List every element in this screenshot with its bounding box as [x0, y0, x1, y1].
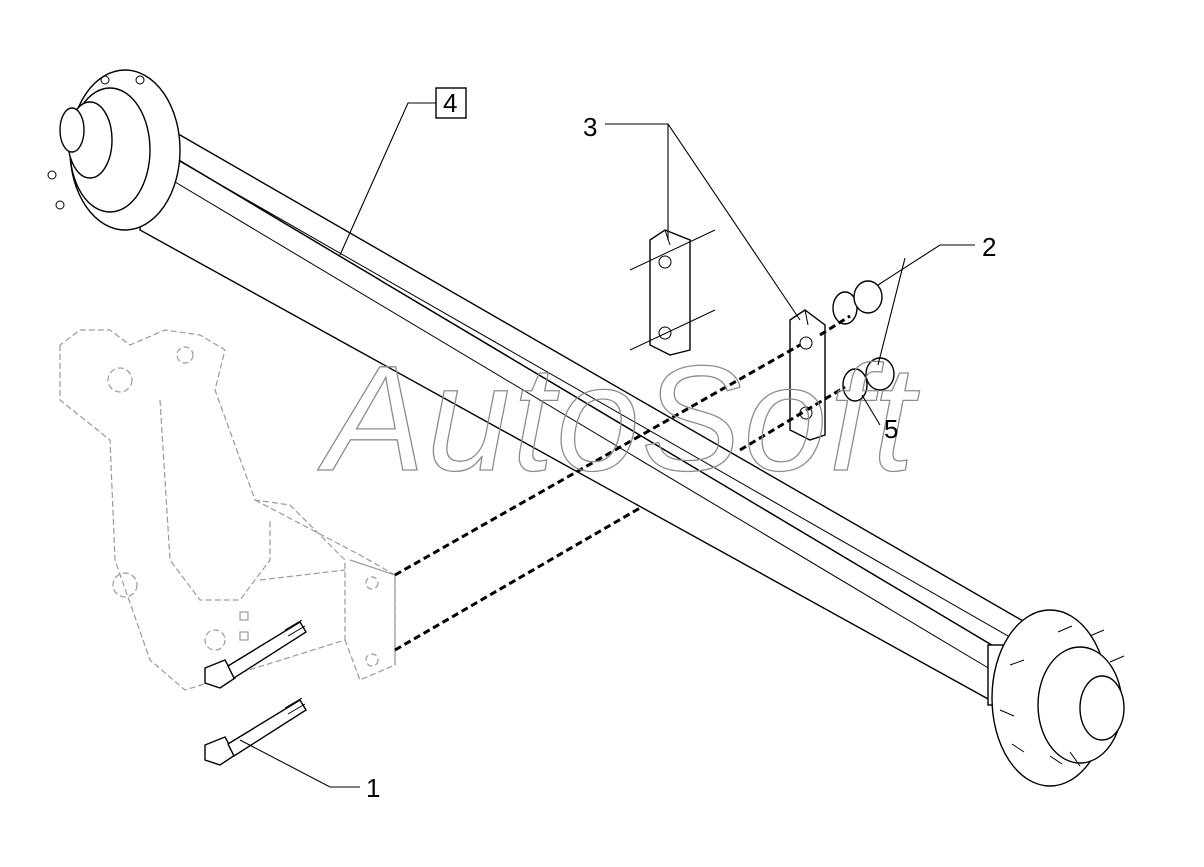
bolt-lower: [204, 697, 307, 766]
clamp-plate-lower: [789, 309, 826, 441]
clamp-plate-upper: [629, 229, 716, 356]
leader-lines: [239, 102, 975, 788]
callout-box-4: [435, 87, 467, 119]
callout-3: 3: [583, 112, 597, 142]
callout-4: 4: [443, 88, 457, 118]
watermark-text: AutoSoft: [317, 334, 920, 502]
callout-1: 1: [366, 773, 380, 803]
washer-nut-set: [832, 280, 895, 402]
right-hub: [991, 609, 1125, 787]
left-hub: [47, 69, 181, 231]
alignment-lines: [394, 314, 851, 652]
callout-5: 5: [884, 414, 898, 444]
callout-2: 2: [982, 232, 996, 262]
bolt-upper: [204, 619, 307, 689]
